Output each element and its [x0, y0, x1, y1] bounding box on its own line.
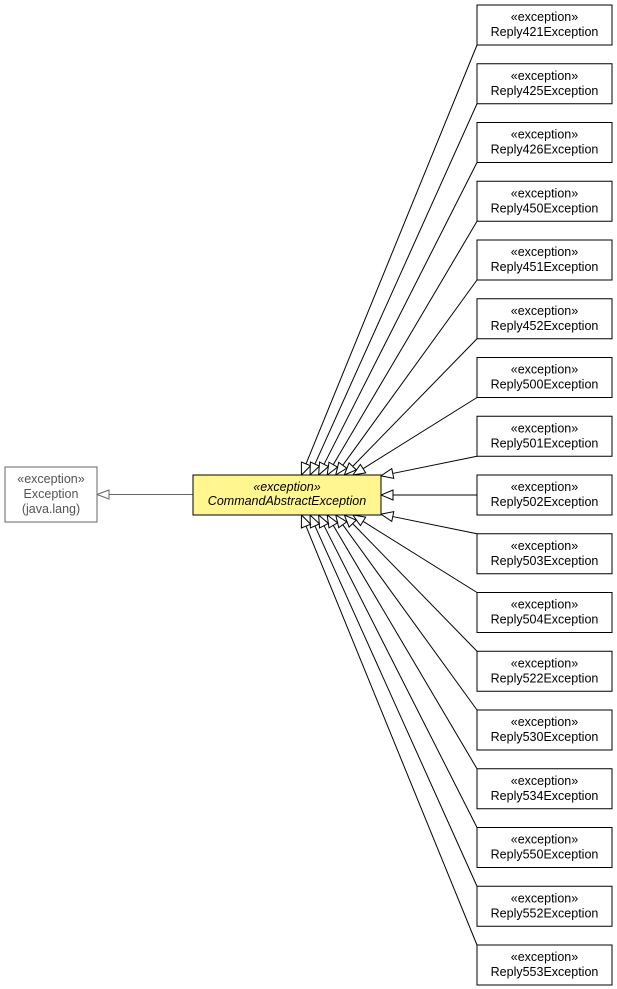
subclass-name: Reply425Exception	[491, 84, 599, 98]
subclass-node[interactable]: «exception»Reply501Exception	[476, 415, 613, 457]
subclass-name: Reply451Exception	[491, 260, 599, 274]
subclass-box	[476, 944, 613, 986]
subclass-node[interactable]: «exception»Reply550Exception	[476, 827, 613, 868]
subclass-node[interactable]: «exception»Reply425Exception	[476, 63, 613, 105]
subclass-name: Reply530Exception	[491, 730, 599, 744]
subclass-stereotype: «exception»	[511, 69, 578, 83]
inheritance-edge	[343, 338, 478, 476]
main-class-stereotype: «exception»	[253, 480, 320, 494]
subclass-box	[476, 827, 613, 868]
subclass-stereotype: «exception»	[511, 598, 578, 612]
subclass-box	[476, 415, 613, 457]
superclass-package: (java.lang)	[22, 502, 80, 516]
inheritance-edge	[318, 513, 478, 828]
inheritance-edge	[379, 511, 478, 535]
subclass-node[interactable]: «exception»Reply426Exception	[476, 122, 613, 163]
subclass-node[interactable]: «exception»Reply553Exception	[476, 944, 613, 986]
inheritance-edge	[318, 162, 478, 477]
subclass-node[interactable]: «exception»Reply503Exception	[476, 533, 613, 575]
edge-main-to-superclass	[95, 489, 193, 500]
main-class-name: CommandAbstractException	[208, 494, 366, 508]
superclass-name: Exception	[24, 487, 79, 501]
subclass-box	[476, 533, 613, 575]
main-class-box	[192, 474, 382, 516]
subclass-name: Reply426Exception	[491, 143, 599, 157]
inheritance-edge	[379, 455, 478, 479]
subclass-stereotype: «exception»	[511, 363, 578, 377]
subclass-stereotype: «exception»	[511, 245, 578, 259]
subclass-box	[476, 63, 613, 105]
subclass-name: Reply550Exception	[491, 848, 599, 862]
inheritance-edge	[326, 220, 478, 477]
command-abstract-exception-node[interactable]: «exception» CommandAbstractException	[192, 474, 382, 516]
subclass-stereotype: «exception»	[511, 186, 578, 200]
superclass-stereotype: «exception»	[17, 472, 84, 486]
subclass-stereotype: «exception»	[511, 891, 578, 905]
subclass-node[interactable]: «exception»Reply421Exception	[476, 4, 613, 46]
subclass-stereotype: «exception»	[511, 421, 578, 435]
subclass-box	[476, 768, 613, 810]
subclass-node[interactable]: «exception»Reply450Exception	[476, 180, 613, 222]
subclass-box	[476, 885, 613, 927]
inheritance-edge	[326, 513, 478, 770]
inheritance-edge	[351, 397, 478, 476]
subclass-name: Reply502Exception	[491, 495, 599, 509]
inheritance-edges	[95, 44, 478, 946]
inheritance-edge	[309, 513, 478, 887]
inheritance-edge	[351, 514, 478, 593]
subclass-name: Reply553Exception	[491, 965, 599, 979]
subclass-box	[476, 474, 613, 516]
subclass-stereotype: «exception»	[511, 950, 578, 964]
subclass-box	[476, 180, 613, 222]
subclass-node[interactable]: «exception»Reply451Exception	[476, 239, 613, 281]
inheritance-edge	[334, 279, 478, 477]
subclass-name: Reply500Exception	[491, 378, 599, 392]
subclass-name: Reply421Exception	[491, 25, 599, 39]
inheritance-edge	[300, 513, 478, 946]
subclass-stereotype: «exception»	[511, 304, 578, 318]
subclass-name: Reply534Exception	[491, 789, 599, 803]
subclass-box	[476, 650, 613, 692]
superclass-box	[4, 466, 98, 523]
inheritance-edge	[309, 103, 478, 477]
subclass-node[interactable]: «exception»Reply452Exception	[476, 298, 613, 340]
subclass-stereotype: «exception»	[511, 128, 578, 142]
subclass-name: Reply450Exception	[491, 201, 599, 215]
subclass-box	[476, 122, 613, 163]
inheritance-edge	[300, 44, 478, 477]
subclass-box	[476, 709, 613, 751]
subclass-name: Reply522Exception	[491, 671, 599, 685]
subclass-stereotype: «exception»	[511, 774, 578, 788]
subclass-box	[476, 357, 613, 398]
subclass-stereotype: «exception»	[511, 480, 578, 494]
subclass-name: Reply501Exception	[491, 436, 599, 450]
subclass-box	[476, 239, 613, 281]
subclass-stereotype: «exception»	[511, 833, 578, 847]
subclass-stereotype: «exception»	[511, 539, 578, 553]
subclass-box	[476, 592, 613, 633]
subclass-box	[476, 298, 613, 340]
inheritance-edge	[379, 489, 477, 501]
subclass-stereotype: «exception»	[511, 715, 578, 729]
subclass-node[interactable]: «exception»Reply552Exception	[476, 885, 613, 927]
superclass-exception-node[interactable]: «exception» Exception (java.lang)	[4, 466, 98, 523]
subclass-name: Reply503Exception	[491, 554, 599, 568]
inheritance-edge	[343, 514, 478, 652]
subclass-name: Reply504Exception	[491, 613, 599, 627]
subclass-node[interactable]: «exception»Reply530Exception	[476, 709, 613, 751]
subclass-node[interactable]: «exception»Reply502Exception	[476, 474, 613, 516]
subclass-box	[476, 4, 613, 46]
subclass-node[interactable]: «exception»Reply500Exception	[476, 357, 613, 398]
subclass-stereotype: «exception»	[511, 656, 578, 670]
inheritance-edge	[334, 513, 478, 711]
subclass-node[interactable]: «exception»Reply534Exception	[476, 768, 613, 810]
subclass-stereotype: «exception»	[511, 10, 578, 24]
subclass-nodes: «exception»Reply421Exception«exception»R…	[476, 4, 613, 986]
subclass-node[interactable]: «exception»Reply522Exception	[476, 650, 613, 692]
subclass-name: Reply552Exception	[491, 906, 599, 920]
subclass-node[interactable]: «exception»Reply504Exception	[476, 592, 613, 633]
subclass-name: Reply452Exception	[491, 319, 599, 333]
